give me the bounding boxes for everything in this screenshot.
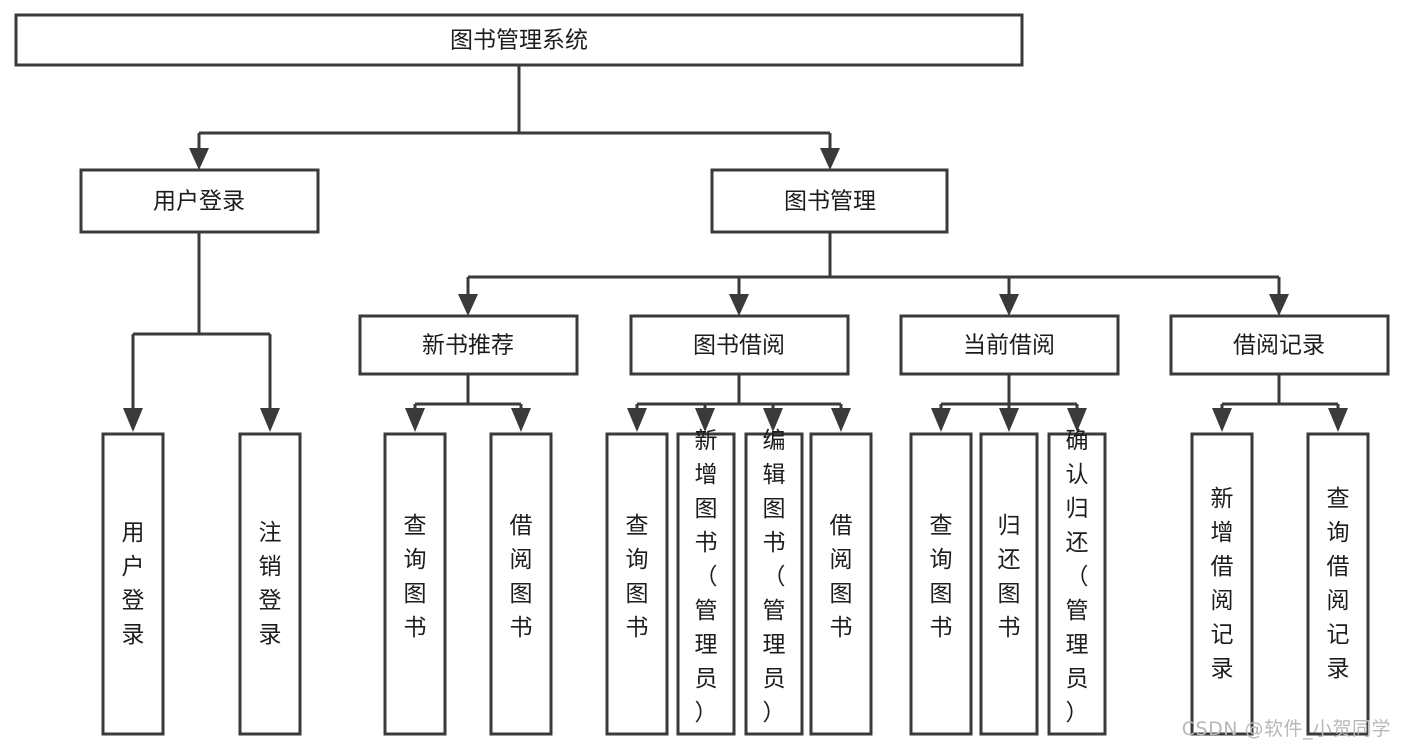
- arrow-borrow-leaf-2: [695, 408, 715, 432]
- arrow-to-new-book: [458, 294, 478, 316]
- leaf-borrow-do-borrow[interactable]: 借阅图书: [809, 432, 873, 736]
- leaf-record-add-box[interactable]: [1190, 432, 1254, 736]
- arrow-current-leaf-2: [999, 408, 1019, 432]
- leaf-borrow-add-book[interactable]: 新增图书（管理员）: [676, 428, 736, 736]
- leaf-current-query[interactable]: 查询图书: [909, 432, 973, 736]
- leaf-logout-label: 注销登录: [259, 520, 282, 648]
- arrow-borrow-leaf-3: [763, 408, 783, 432]
- arrow-record-leaf-1: [1212, 408, 1232, 432]
- node-user-login[interactable]: 用户登录: [79, 168, 320, 234]
- leaf-record-query-box[interactable]: [1306, 432, 1370, 736]
- node-book-management-box[interactable]: [710, 168, 949, 234]
- leaf-borrow-add-book-box[interactable]: [676, 432, 736, 736]
- node-current-borrow[interactable]: 当前借阅: [899, 314, 1120, 376]
- leaf-new-book-borrow-label: 借阅图书: [510, 513, 533, 641]
- leaf-borrow-edit-book-box[interactable]: [744, 432, 804, 736]
- arrow-current-leaf-1: [931, 408, 951, 432]
- leaf-record-query[interactable]: 查询借阅记录: [1306, 432, 1370, 736]
- leaf-current-confirm-return-box[interactable]: [1047, 432, 1107, 736]
- leaf-new-book-query-label: 查询图书: [404, 513, 427, 641]
- node-current-borrow-box[interactable]: [899, 314, 1120, 376]
- leaf-borrow-edit-book[interactable]: 编辑图书（管理员）: [744, 428, 804, 736]
- node-user-login-label: 用户登录: [153, 189, 245, 215]
- leaf-borrow-do-borrow-box[interactable]: [809, 432, 873, 736]
- node-root-box[interactable]: [14, 13, 1024, 67]
- arrow-current-leaf-3: [1067, 408, 1087, 432]
- leaf-current-confirm-return[interactable]: 确认归还（管理员）: [1047, 428, 1107, 736]
- leaf-borrow-do-borrow-label: 借阅图书: [830, 513, 853, 641]
- arrow-to-record: [1269, 294, 1289, 316]
- leaf-borrow-edit-book-label: 编辑图书（管理员）: [763, 428, 786, 726]
- node-book-borrow[interactable]: 图书借阅: [629, 314, 850, 376]
- node-book-management-label: 图书管理: [784, 189, 876, 215]
- leaf-new-book-query-box[interactable]: [383, 432, 447, 736]
- arrow-borrow-leaf-4: [831, 408, 851, 432]
- leaf-new-book-borrow[interactable]: 借阅图书: [489, 432, 553, 736]
- leaf-user-login-label: 用户登录: [122, 520, 145, 648]
- leaf-current-return[interactable]: 归还图书: [979, 432, 1039, 736]
- node-book-management[interactable]: 图书管理: [710, 168, 949, 234]
- arrow-leaf-user-login: [123, 408, 143, 432]
- leaf-record-add[interactable]: 新增借阅记录: [1190, 432, 1254, 736]
- arrow-to-borrow: [729, 294, 749, 316]
- edges-layer: [123, 66, 1348, 432]
- node-borrow-record-label: 借阅记录: [1233, 333, 1325, 359]
- leaf-new-book-query[interactable]: 查询图书: [383, 432, 447, 736]
- leaf-current-return-label: 归还图书: [998, 513, 1021, 641]
- arrow-borrow-leaf-1: [627, 408, 647, 432]
- leaf-user-login[interactable]: 用户登录: [101, 432, 165, 736]
- leaf-new-book-borrow-box[interactable]: [489, 432, 553, 736]
- arrow-leaf-logout: [260, 408, 280, 432]
- node-new-book-recommend-box[interactable]: [358, 314, 579, 376]
- node-new-book-recommend[interactable]: 新书推荐: [358, 314, 579, 376]
- node-root-label: 图书管理系统: [450, 28, 588, 54]
- node-user-login-box[interactable]: [79, 168, 320, 234]
- leaf-record-add-label: 新增借阅记录: [1211, 486, 1234, 682]
- arrow-new-book-leaf-1: [405, 408, 425, 432]
- leaf-current-confirm-return-label: 确认归还（管理员）: [1066, 428, 1089, 726]
- node-book-borrow-box[interactable]: [629, 314, 850, 376]
- arrow-record-leaf-2: [1328, 408, 1348, 432]
- node-new-book-recommend-label: 新书推荐: [422, 333, 514, 359]
- leaf-borrow-query-box[interactable]: [605, 432, 669, 736]
- node-borrow-record-box[interactable]: [1169, 314, 1390, 376]
- leaf-current-query-box[interactable]: [909, 432, 973, 736]
- node-book-borrow-label: 图书借阅: [693, 333, 785, 359]
- node-borrow-record[interactable]: 借阅记录: [1169, 314, 1390, 376]
- leaf-user-login-box[interactable]: [101, 432, 165, 736]
- node-current-borrow-label: 当前借阅: [963, 333, 1055, 359]
- arrow-to-book-mgmt: [820, 148, 840, 170]
- leaf-borrow-add-book-label: 新增图书（管理员）: [695, 428, 718, 726]
- leaf-current-query-label: 查询图书: [930, 513, 953, 641]
- arrow-to-user-login: [189, 148, 209, 170]
- leaf-record-query-label: 查询借阅记录: [1327, 486, 1350, 682]
- leaf-borrow-query-label: 查询图书: [626, 513, 649, 641]
- leaf-borrow-query[interactable]: 查询图书: [605, 432, 669, 736]
- leaf-logout-box[interactable]: [238, 432, 302, 736]
- arrow-to-current: [999, 294, 1019, 316]
- arrow-new-book-leaf-2: [511, 408, 531, 432]
- leaf-current-return-box[interactable]: [979, 432, 1039, 736]
- leaf-logout[interactable]: 注销登录: [238, 432, 302, 736]
- node-root[interactable]: 图书管理系统: [14, 13, 1024, 67]
